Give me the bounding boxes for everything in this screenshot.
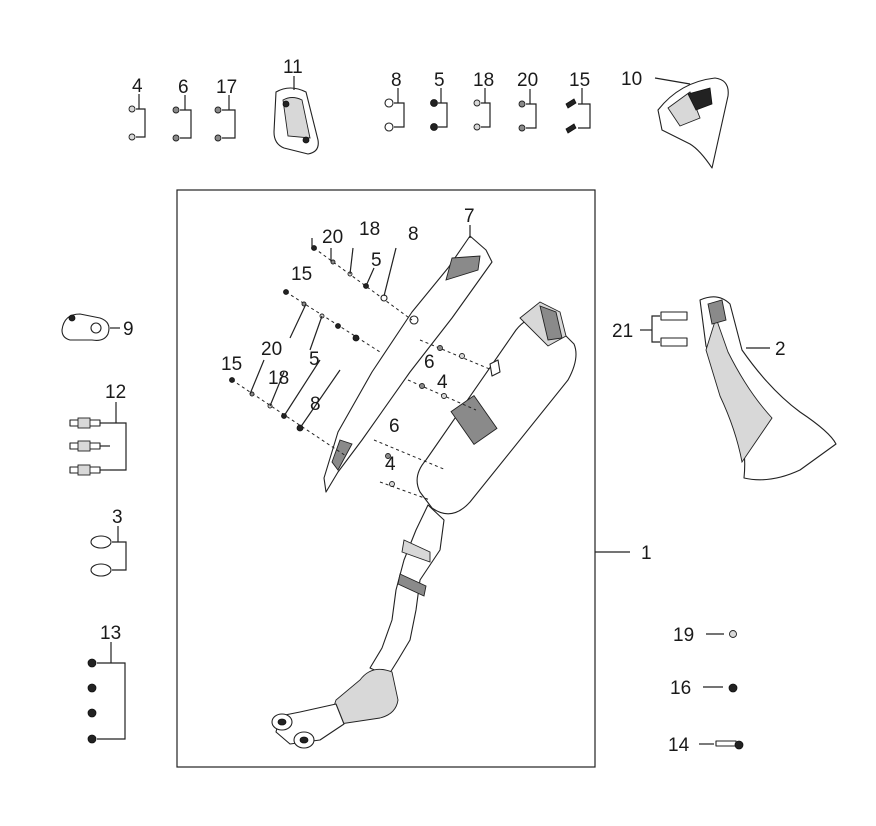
part-11-gasket[interactable]	[273, 76, 319, 155]
assembly-callout-4-lower: 4	[385, 454, 396, 475]
assembly-callout-15-upper: 15	[291, 264, 312, 285]
assembly-callout-7: 7	[464, 206, 475, 227]
part-7-heat-shield[interactable]	[323, 225, 493, 493]
callout-2: 2	[775, 339, 786, 360]
assembly-callout-18-lower: 18	[268, 368, 289, 389]
callout-12: 12	[105, 382, 126, 403]
callout-13: 13	[100, 623, 121, 644]
part-8-washers[interactable]	[384, 88, 405, 132]
part-17-clips[interactable]	[214, 95, 236, 142]
callout-6: 6	[178, 77, 189, 98]
callout-21: 21	[612, 321, 633, 342]
assembly-callout-6-upper: 6	[424, 352, 435, 373]
assembly-callout-20-upper: 20	[322, 227, 343, 248]
callout-5: 5	[434, 70, 445, 91]
callout-20: 20	[517, 70, 538, 91]
callout-18: 18	[473, 70, 494, 91]
assembly-callout-15-lower: 15	[221, 354, 242, 375]
part-18-washers[interactable]	[473, 88, 491, 131]
part-1-muffler[interactable]	[271, 301, 577, 749]
callout-9: 9	[123, 319, 134, 340]
assembly-callout-4-upper: 4	[437, 372, 448, 393]
callout-10: 10	[621, 69, 642, 90]
callout-17: 17	[216, 77, 237, 98]
assembly-callout-6-lower: 6	[389, 416, 400, 437]
part-6-nuts[interactable]	[172, 95, 192, 142]
assembly-callout-5-lower: 5	[309, 349, 320, 370]
part-3-rings[interactable]	[90, 526, 127, 577]
upper-fastener-group	[311, 238, 413, 321]
part-15-bolts[interactable]	[565, 88, 591, 134]
part-20-washers[interactable]	[518, 89, 537, 132]
callout-19: 19	[673, 625, 694, 646]
part-9-bracket[interactable]	[61, 313, 120, 341]
callout-4: 4	[132, 76, 143, 97]
assembly-callout-8-lower: 8	[310, 394, 321, 415]
part-16-nut[interactable]	[703, 683, 738, 693]
callout-16: 16	[670, 678, 691, 699]
part-10-heat-cover[interactable]	[654, 77, 729, 169]
assembly-callout-5-upper: 5	[371, 250, 382, 271]
lower-fastener-group	[229, 359, 347, 457]
callout-8: 8	[391, 70, 402, 91]
part-2-hanger[interactable]	[699, 296, 837, 481]
part-4-nuts[interactable]	[128, 94, 146, 141]
part-13-clips[interactable]	[87, 642, 126, 744]
callout-15: 15	[569, 70, 590, 91]
part-21-bolts[interactable]	[640, 311, 688, 347]
callout-3: 3	[112, 507, 123, 528]
assembly-frame	[176, 189, 596, 768]
part-14-bolt[interactable]	[699, 740, 744, 750]
assembly-callout-8-upper: 8	[408, 224, 419, 245]
assembly-callout-20-lower: 20	[261, 339, 282, 360]
muffler-side-fasteners	[373, 339, 493, 501]
assembly-callout-18-upper: 18	[359, 219, 380, 240]
middle-fastener-group	[283, 289, 381, 353]
callout-11: 11	[283, 57, 303, 78]
callout-1: 1	[641, 543, 652, 564]
part-5-nuts[interactable]	[430, 88, 448, 131]
part-19-washer[interactable]	[706, 630, 737, 638]
part-12-studs[interactable]	[69, 402, 127, 476]
callout-14: 14	[668, 735, 690, 756]
